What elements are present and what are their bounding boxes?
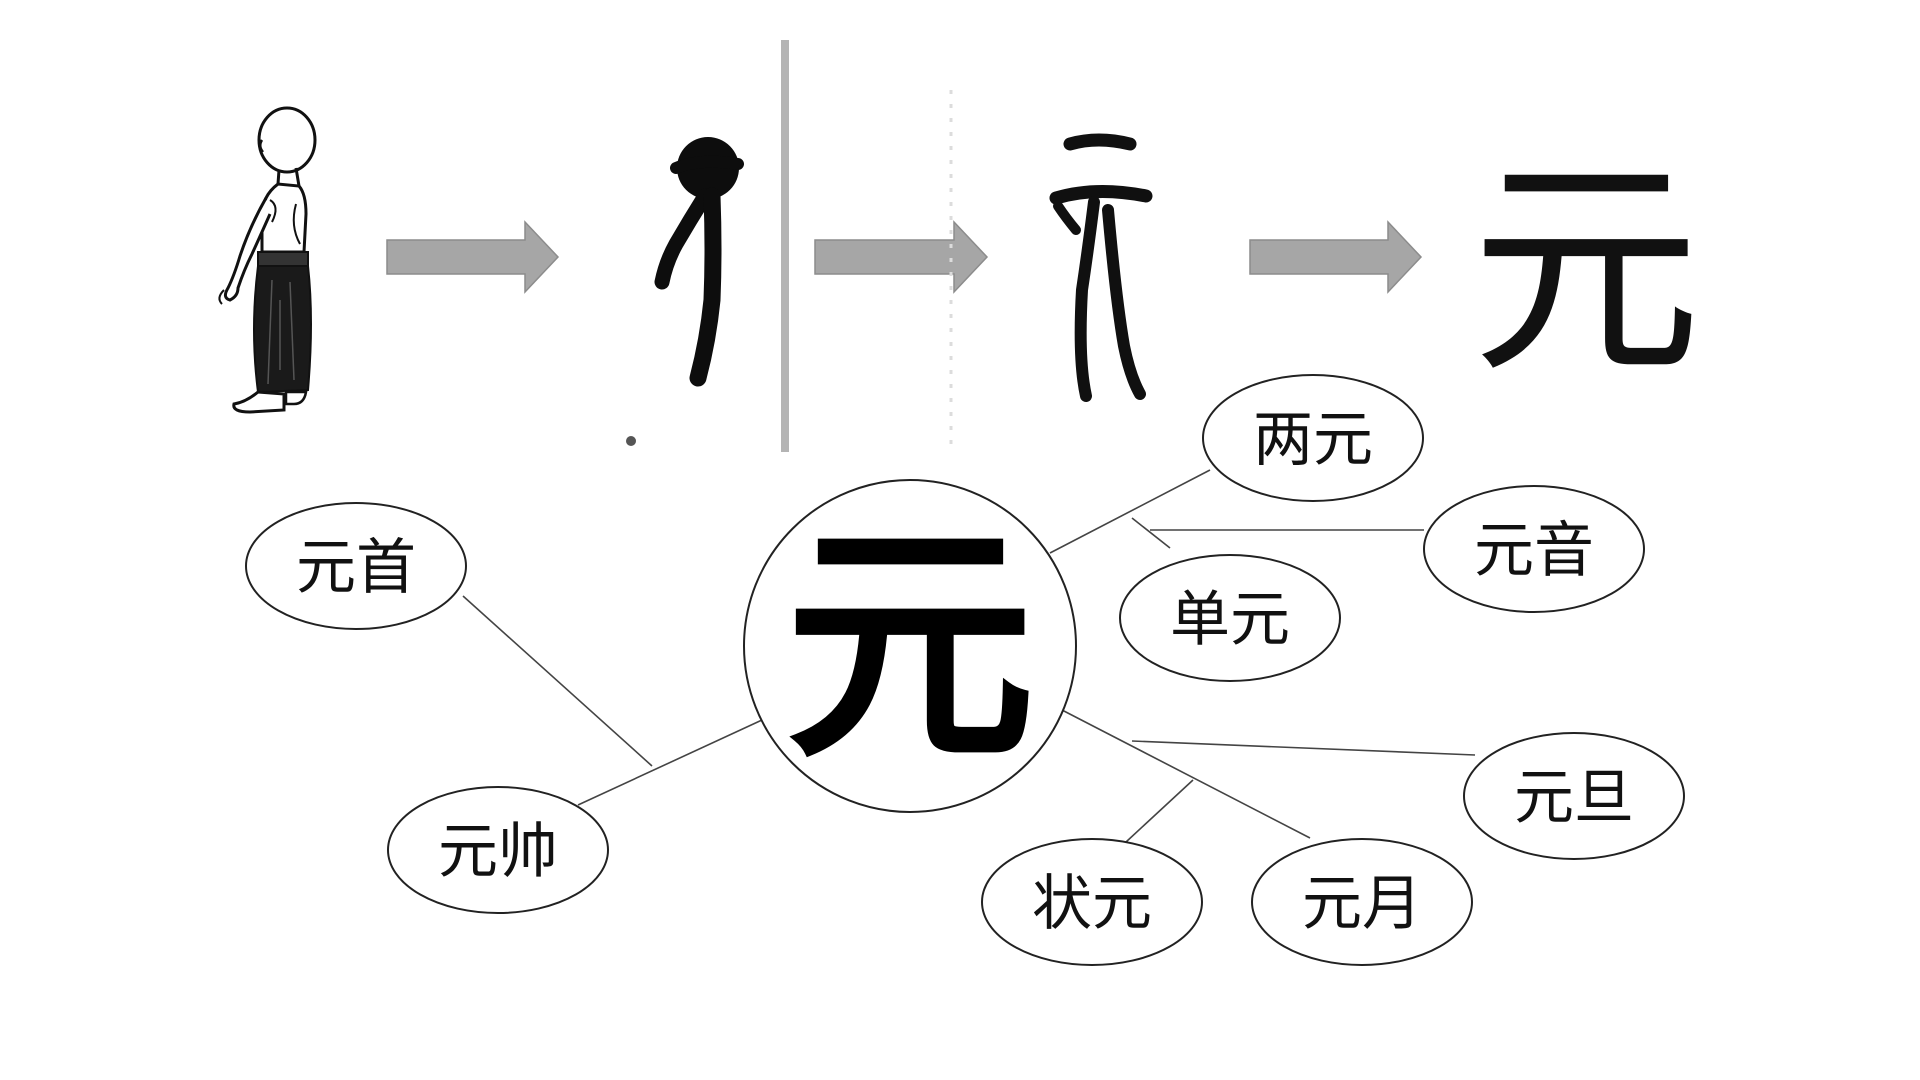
svg-text:元首: 元首 (296, 533, 416, 603)
svg-text:单元: 单元 (1170, 585, 1290, 655)
word-bubble-yuandan: 元旦 (1463, 732, 1685, 860)
word-bubble-liangyuan: 两元 (1202, 374, 1424, 502)
svg-text:状元: 状元 (1032, 869, 1152, 939)
svg-text:元旦: 元旦 (1514, 763, 1634, 833)
oracle-bone-glyph-icon (626, 137, 744, 446)
svg-text:元音: 元音 (1474, 516, 1594, 586)
word-bubble-zhuangyuan: 状元 (981, 838, 1203, 966)
word-bubble-yuanshou: 元首 (245, 502, 467, 630)
bronze-script-glyph-icon (1049, 133, 1153, 402)
svg-text:元帅: 元帅 (438, 817, 558, 887)
word-bubble-yuanyue: 元月 (1251, 838, 1473, 966)
arrow-right-icon (386, 220, 560, 294)
regular-script-glyph: 元 (1471, 138, 1701, 405)
connector-lines (462, 469, 1476, 843)
arrow-right-icon (1249, 220, 1423, 294)
arrow-right-icon (814, 220, 989, 294)
word-bubble-danyuan: 单元 (1119, 554, 1341, 682)
word-bubble-yuanyin: 元音 (1423, 485, 1645, 613)
svg-text:元月: 元月 (1302, 869, 1422, 939)
center-character-node: 元 (743, 479, 1077, 813)
svg-text:两元: 两元 (1253, 405, 1373, 475)
word-bubble-yuanshuai: 元帅 (387, 786, 609, 914)
center-character: 元 (785, 501, 1035, 792)
person-pictograph-icon (218, 106, 317, 414)
